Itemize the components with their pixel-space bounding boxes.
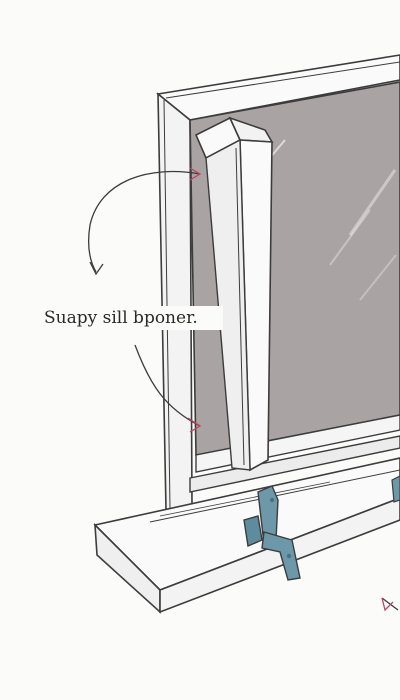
hinged-flap <box>194 116 274 472</box>
window-frame <box>156 54 400 511</box>
second-bracket-partial <box>391 475 400 503</box>
callout-label: Suapy sill bponer. <box>40 306 223 330</box>
metal-bracket <box>243 485 301 581</box>
annotation-arrows <box>88 167 399 612</box>
